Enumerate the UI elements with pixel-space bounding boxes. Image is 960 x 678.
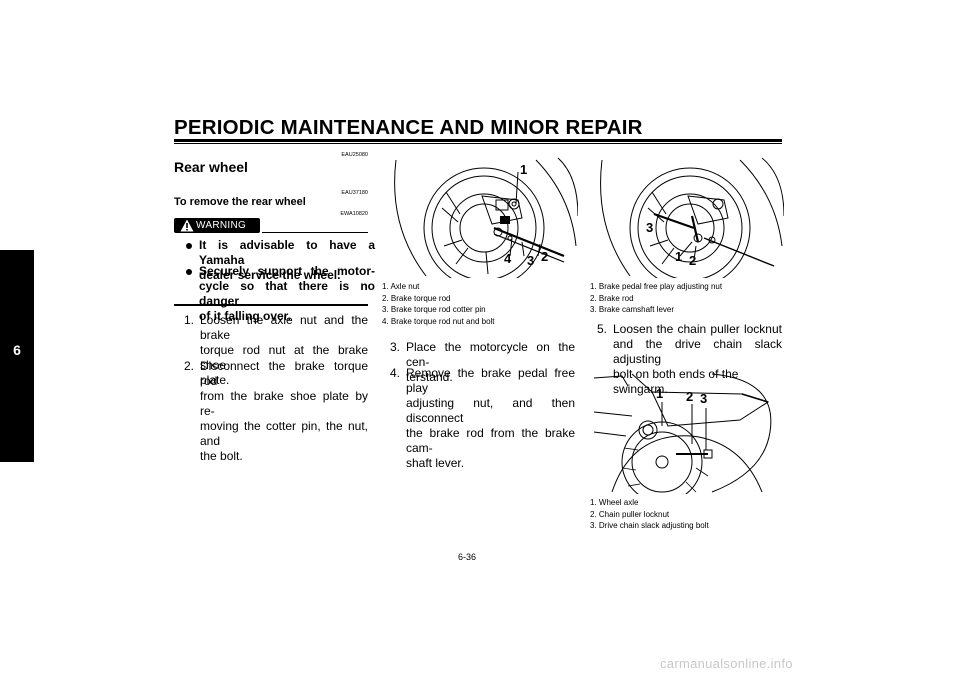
warning-bullet-2: Securely support the motor- cycle so tha… bbox=[199, 264, 375, 324]
callout-3: 3 bbox=[646, 220, 653, 235]
step-line: moving the cotter pin, the nut, and bbox=[200, 419, 368, 448]
step-line: plate. bbox=[200, 373, 230, 387]
step-line: shaft lever. bbox=[406, 456, 465, 470]
section-code: EAU25080 bbox=[341, 152, 368, 158]
caption-item: 1. Wheel axle bbox=[590, 498, 639, 507]
chapter-tab bbox=[0, 250, 34, 462]
callout-3: 3 bbox=[527, 253, 534, 268]
step-line: adjusting nut, and then disconnect bbox=[406, 396, 575, 425]
callout-4: 4 bbox=[504, 251, 512, 266]
warning-bullet-2-line-1: Securely support the motor- bbox=[199, 264, 375, 278]
warning-bullet-2-line-3: of it falling over. bbox=[199, 309, 292, 323]
step-line: terstand. bbox=[406, 370, 453, 384]
warning-bottom-rule bbox=[174, 304, 368, 306]
warning-code: EWA10820 bbox=[340, 211, 368, 217]
caption-item: 2. Chain puller locknut bbox=[590, 509, 670, 519]
warning-bullet-1-line-2: dealer service the wheel. bbox=[199, 268, 341, 282]
figure3-caption: 1. Wheel axle 2. Chain puller locknut 3.… bbox=[590, 497, 784, 532]
watermark: carmanualsonline.info bbox=[660, 656, 793, 671]
step-1: 1. Loosen the axle nut and the brake tor… bbox=[184, 313, 368, 387]
step-3: 3. Place the motorcycle on the cen- ters… bbox=[390, 340, 575, 384]
step-line: Place the motorcycle on the cen- bbox=[406, 340, 575, 369]
step-line: Loosen the chain puller locknut bbox=[613, 322, 782, 336]
step-line: and the drive chain slack adjusting bbox=[613, 337, 782, 366]
bullet-dot bbox=[186, 269, 192, 275]
step-line: Disconnect the brake torque rod bbox=[200, 359, 368, 388]
caption-item: 2. Brake rod bbox=[590, 293, 634, 303]
callout-2: 2 bbox=[686, 389, 693, 404]
warning-bullet-1: It is advisable to have a Yamaha dealer … bbox=[199, 238, 375, 283]
step-5: 5. Loosen the chain puller locknut and t… bbox=[597, 322, 782, 396]
warning-bullet-1-line-1: It is advisable to have a Yamaha bbox=[199, 238, 375, 267]
title-rule-thin bbox=[174, 143, 782, 144]
caption-item: 3. Brake torque rod cotter pin bbox=[382, 305, 486, 314]
title-rule bbox=[174, 139, 782, 142]
figure-brake-rod: 3 1 2 bbox=[600, 157, 784, 278]
step-line: the bolt. bbox=[200, 449, 243, 463]
step-line: the brake rod from the brake cam- bbox=[406, 426, 575, 455]
chapter-tab-number: 6 bbox=[13, 342, 21, 358]
step-line: Loosen the axle nut and the brake bbox=[200, 313, 368, 342]
step-number: 4. bbox=[390, 366, 401, 380]
figure2-caption: 1. Brake pedal free play adjusting nut 2… bbox=[590, 281, 784, 316]
figure1-caption: 1. Axle nut 2. Brake torque rod 3. Brake… bbox=[382, 281, 578, 327]
warning-triangle-icon bbox=[180, 219, 194, 232]
warning-top-rule bbox=[262, 232, 368, 233]
caption-item: 3. Brake camshaft lever bbox=[590, 305, 675, 314]
step-line: torque rod nut at the brake shoe bbox=[200, 343, 368, 372]
callout-1: 1 bbox=[675, 249, 682, 264]
step-line: from the brake shoe plate by re- bbox=[200, 389, 368, 418]
callout-2: 2 bbox=[689, 253, 696, 268]
callout-2: 2 bbox=[541, 249, 548, 264]
caption-item: 4. Brake torque rod nut and bolt bbox=[382, 316, 495, 326]
callout-1: 1 bbox=[520, 162, 527, 177]
step-number: 1. bbox=[184, 313, 195, 327]
step-number: 5. bbox=[597, 322, 608, 336]
page-title: PERIODIC MAINTENANCE AND MINOR REPAIR bbox=[174, 116, 643, 139]
bullet-dot bbox=[186, 243, 192, 249]
page-number: 6-36 bbox=[458, 552, 477, 562]
step-2: 2. Disconnect the brake torque rod from … bbox=[184, 359, 368, 463]
callout-3: 3 bbox=[700, 391, 707, 406]
subsection-code: EAU37180 bbox=[341, 190, 368, 196]
caption-item: 3. Drive chain slack adjusting bolt bbox=[590, 521, 709, 530]
step-number: 2. bbox=[184, 359, 195, 373]
warning-label: WARNING bbox=[196, 220, 247, 231]
subsection-heading: To remove the rear wheel bbox=[174, 196, 306, 208]
caption-item: 1. Brake pedal free play adjusting nut bbox=[590, 282, 723, 291]
section-heading: Rear wheel bbox=[174, 159, 248, 175]
callout-1: 1 bbox=[656, 386, 663, 401]
step-number: 3. bbox=[390, 340, 401, 354]
step-4: 4. Remove the brake pedal free play adju… bbox=[390, 366, 575, 470]
warning-badge bbox=[174, 218, 260, 233]
caption-item: 2. Brake torque rod bbox=[382, 293, 451, 303]
caption-item: 1. Axle nut bbox=[382, 282, 420, 291]
figure-wheel-axle: 1 2 3 bbox=[593, 373, 772, 494]
step-line: Remove the brake pedal free play bbox=[406, 366, 575, 395]
figure-brake-torque-rod: 1 4 3 2 bbox=[394, 157, 578, 278]
